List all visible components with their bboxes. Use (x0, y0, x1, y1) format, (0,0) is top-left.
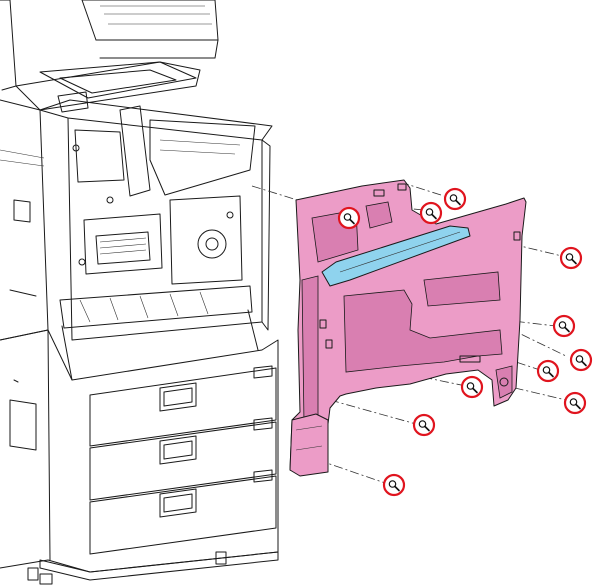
printer-body (0, 0, 279, 585)
screw-icon (569, 348, 593, 372)
screw-icon (419, 201, 443, 225)
screw-icon (460, 375, 484, 399)
screw-icon (563, 391, 587, 415)
paper-guide (321, 225, 471, 287)
screw-icon (382, 473, 406, 497)
side-cover-panel (289, 179, 527, 477)
screw-icon (559, 246, 583, 270)
screw-icon (536, 359, 560, 383)
screw-icon (412, 413, 436, 437)
screw-icon (337, 206, 361, 230)
screw-markers (337, 187, 593, 497)
screw-icon (552, 314, 576, 338)
screw-icon (443, 187, 467, 211)
